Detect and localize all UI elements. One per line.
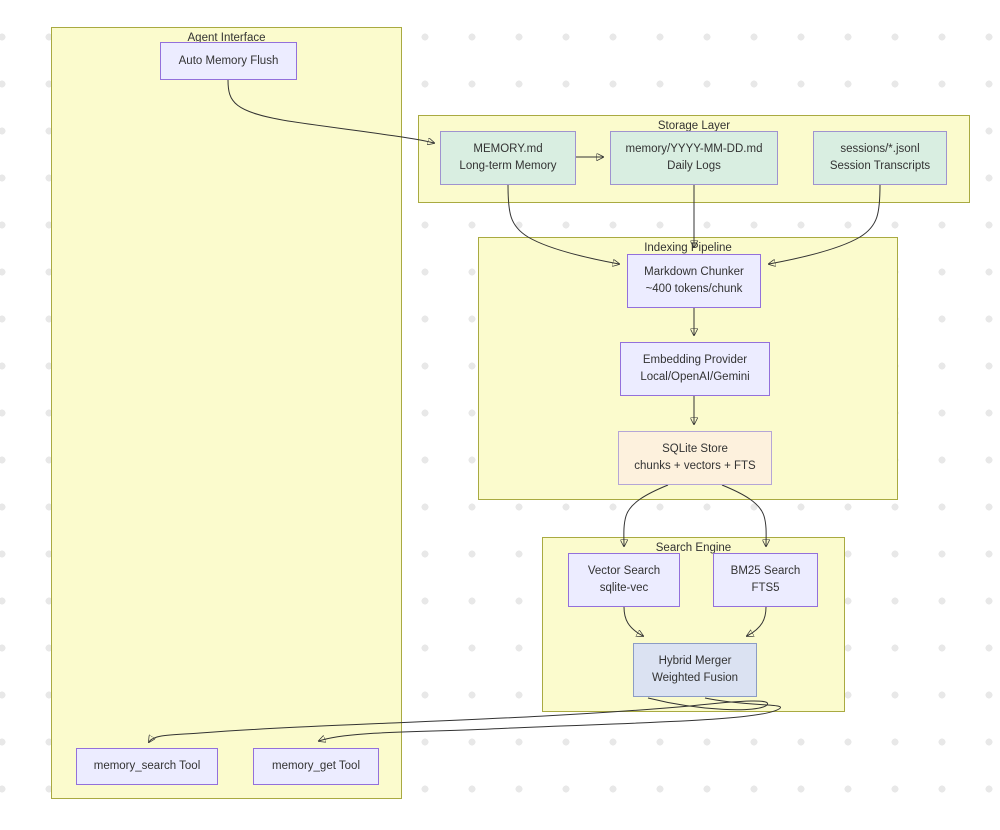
node-embedding-provider: Embedding Provider Local/OpenAI/Gemini [620, 342, 770, 396]
node-sublabel: ~400 tokens/chunk [645, 283, 743, 295]
node-sublabel: FTS5 [751, 582, 780, 594]
node-label: memory/YYYY-MM-DD.md [625, 143, 763, 155]
node-bm25-search: BM25 Search FTS5 [713, 553, 818, 607]
cluster-title-storage-layer: Storage Layer [657, 120, 731, 132]
cluster-agent-interface: Agent Interface [51, 27, 402, 799]
node-sublabel: Weighted Fusion [651, 672, 739, 684]
cluster-title-search-engine: Search Engine [655, 542, 732, 554]
node-sublabel: Long-term Memory [459, 160, 557, 172]
node-sublabel: Session Transcripts [829, 160, 931, 172]
cluster-title-agent-interface: Agent Interface [187, 32, 266, 44]
node-label: Markdown Chunker [644, 266, 744, 278]
node-session-transcripts: sessions/*.jsonl Session Transcripts [813, 131, 947, 185]
node-sublabel: Daily Logs [667, 160, 721, 172]
node-sqlite-store: SQLite Store chunks + vectors + FTS [618, 431, 772, 485]
node-auto-memory-flush: Auto Memory Flush [160, 42, 297, 80]
node-label: memory_get Tool [272, 760, 360, 772]
node-hybrid-merger: Hybrid Merger Weighted Fusion [633, 643, 757, 697]
node-label: Hybrid Merger [658, 655, 732, 667]
node-memory-md: MEMORY.md Long-term Memory [440, 131, 576, 185]
cluster-title-indexing-pipeline: Indexing Pipeline [644, 242, 732, 254]
node-markdown-chunker: Markdown Chunker ~400 tokens/chunk [627, 254, 761, 308]
node-memory-get-tool: memory_get Tool [253, 748, 379, 785]
node-label: BM25 Search [730, 565, 801, 577]
node-daily-logs: memory/YYYY-MM-DD.md Daily Logs [610, 131, 778, 185]
node-label: memory_search Tool [93, 760, 201, 772]
node-label: Vector Search [587, 565, 661, 577]
node-sublabel: sqlite-vec [599, 582, 649, 594]
node-label: MEMORY.md [473, 143, 543, 155]
node-vector-search: Vector Search sqlite-vec [568, 553, 680, 607]
node-memory-search-tool: memory_search Tool [76, 748, 218, 785]
node-sublabel: chunks + vectors + FTS [634, 460, 756, 472]
node-label: SQLite Store [662, 443, 728, 455]
node-sublabel: Local/OpenAI/Gemini [640, 371, 750, 383]
node-label: Auto Memory Flush [178, 54, 279, 67]
node-label: sessions/*.jsonl [840, 143, 920, 155]
node-label: Embedding Provider [642, 354, 748, 366]
